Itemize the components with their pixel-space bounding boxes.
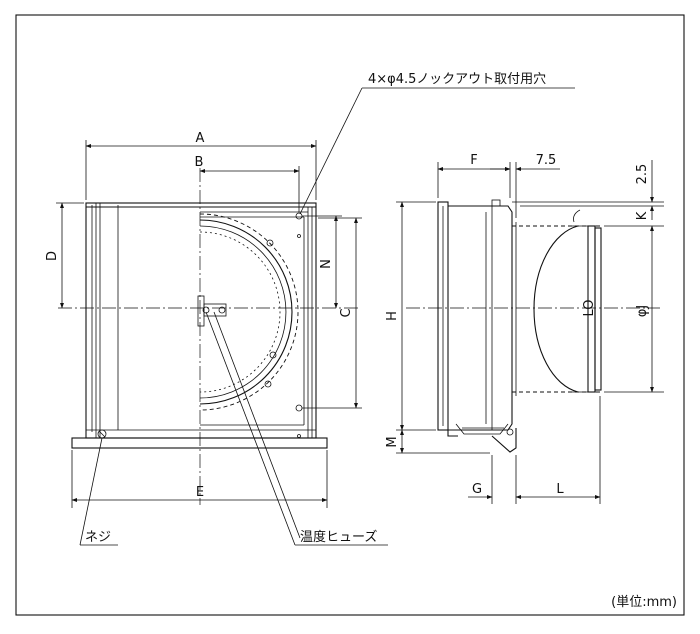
fuse-label: 温度ヒューズ <box>300 529 377 545</box>
knockout-label: 4×φ4.5ノックアウト取付用穴 <box>368 72 546 87</box>
knockout-hole <box>295 404 303 412</box>
side-dimensions: F 7.5 H M G L 2.5 K <box>385 153 664 504</box>
outer-border <box>15 14 685 616</box>
front-leaders: 4×φ4.5ノックアウト取付用穴 ネジ 温度ヒューズ <box>79 72 575 546</box>
dim-k: K <box>635 211 650 220</box>
unit-note: (単位:mm) <box>611 594 677 610</box>
dim-b: B <box>195 155 204 170</box>
dim-n: N <box>319 259 334 269</box>
front-dimensions: A B D N C E <box>45 131 362 508</box>
side-flange <box>437 201 449 431</box>
outlet-dome <box>533 225 579 393</box>
housing <box>85 202 317 439</box>
damper-outer <box>199 219 293 405</box>
dim-l: L <box>556 482 564 497</box>
dim-phi-j: φJ <box>635 305 650 317</box>
dim-2-5: 2.5 <box>635 164 650 185</box>
damper-inner <box>199 225 287 399</box>
side-view: LO <box>406 199 660 453</box>
base-plate <box>71 437 328 449</box>
lo-mark: LO <box>582 299 597 316</box>
front-view <box>58 168 360 505</box>
dim-m: M <box>385 436 400 447</box>
dim-c: C <box>339 308 354 317</box>
dim-f: F <box>470 153 477 168</box>
dim-e: E <box>196 485 204 500</box>
dim-g: G <box>472 482 482 497</box>
dim-h: H <box>385 311 400 321</box>
knockout-hole <box>295 212 303 220</box>
screw-label: ネジ <box>85 530 111 545</box>
dim-7-5: 7.5 <box>536 153 557 168</box>
dim-d: D <box>45 251 60 261</box>
dim-a: A <box>196 131 205 146</box>
